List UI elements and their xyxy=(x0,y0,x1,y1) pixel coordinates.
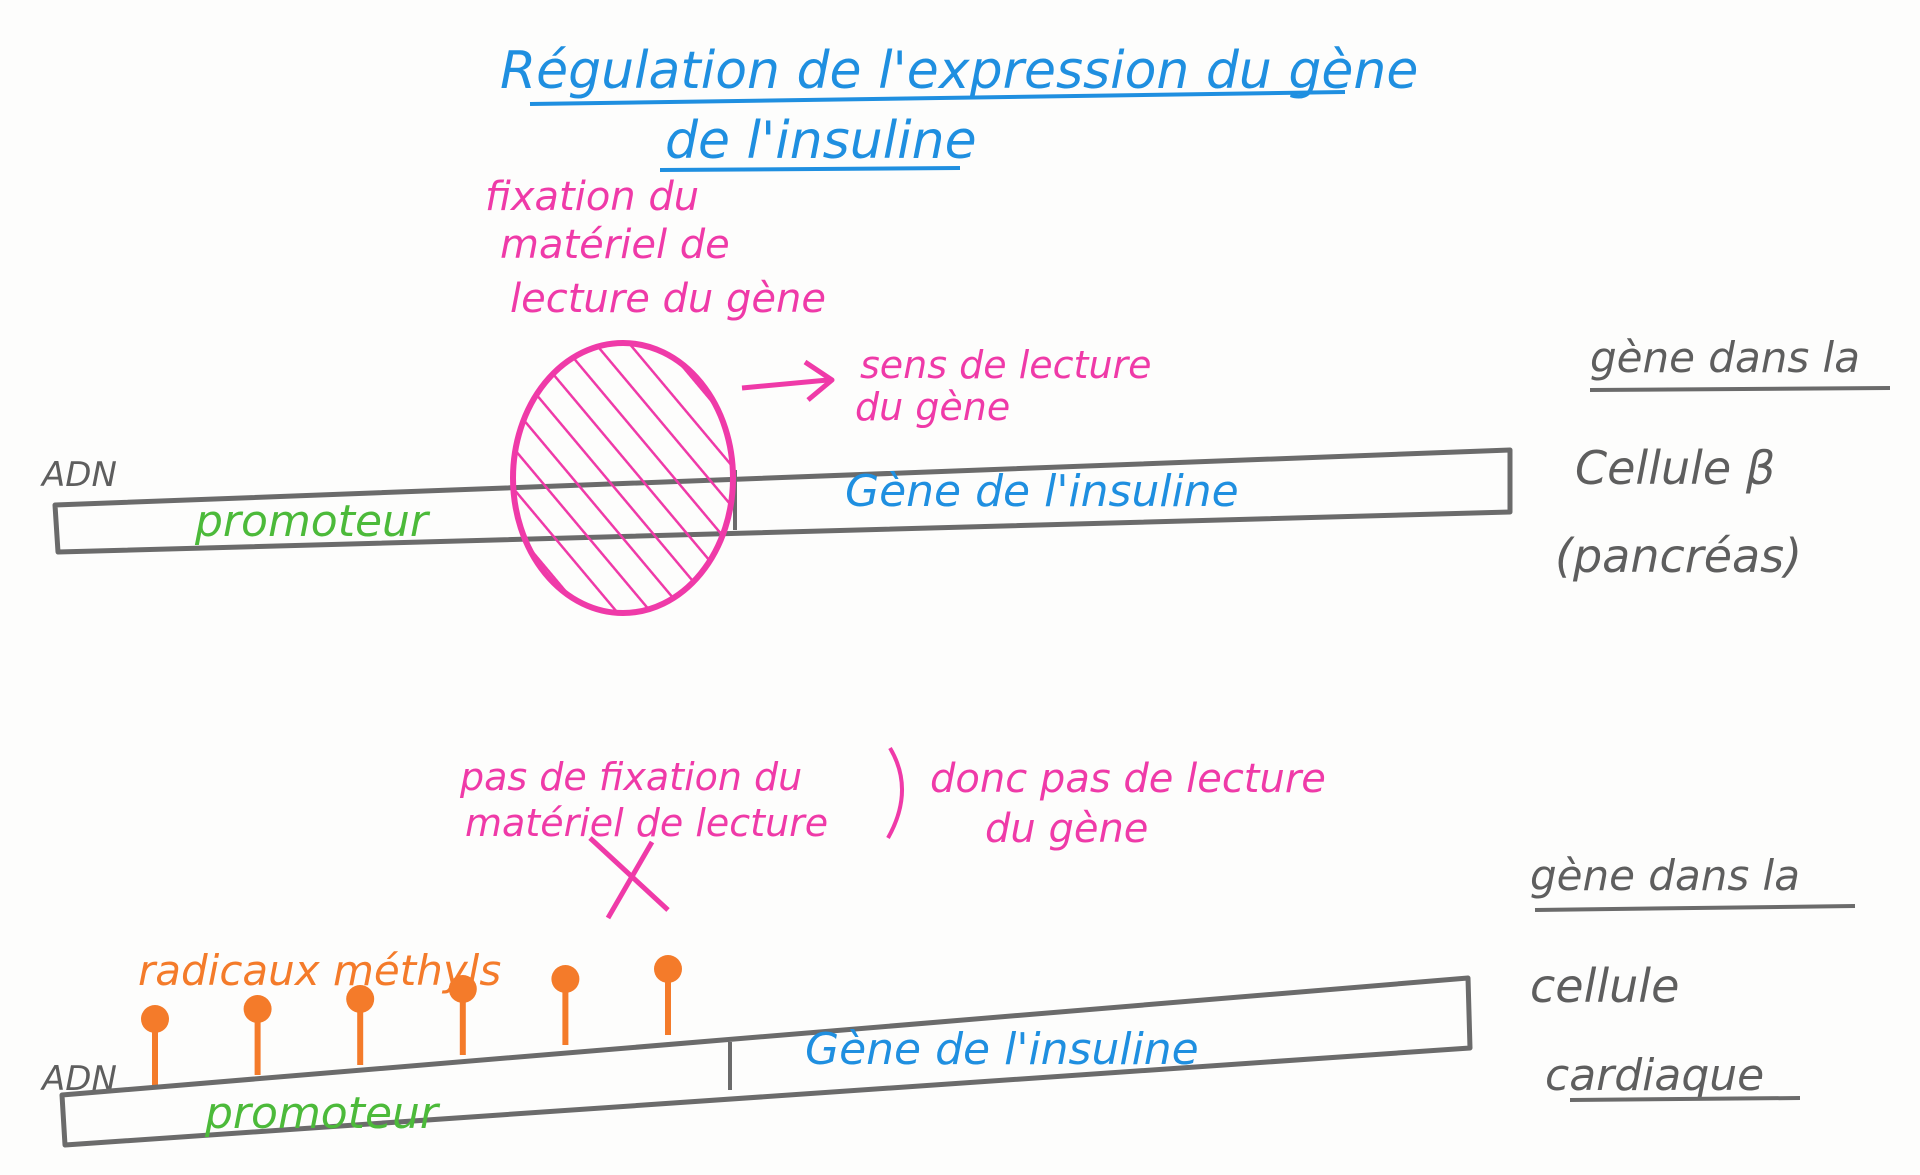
reading-direction-label-line-1: sens de lecture xyxy=(860,343,1152,387)
top-adn-label: ADN xyxy=(40,455,117,495)
top-promoter-label: promoteur xyxy=(194,496,431,547)
bottom-cell-label-line-2: cellule xyxy=(1530,959,1679,1013)
reading-direction-label-line-2: du gène xyxy=(855,385,1010,429)
top-cell-label-line-3: (pancréas) xyxy=(1555,529,1802,583)
methyl-group-head xyxy=(243,995,272,1023)
bottom-cell-underline-3 xyxy=(1569,1096,1801,1102)
binding-label-line-2: matériel de xyxy=(500,222,730,268)
methyl-label: radicaux méthyls xyxy=(138,946,501,995)
reading-machinery-complex xyxy=(510,340,736,616)
methyl-groups xyxy=(141,955,682,1085)
no-binding-bracket xyxy=(886,746,904,839)
bottom-cell-label-line-3: cardiaque xyxy=(1545,1050,1764,1101)
title-underline-1 xyxy=(529,90,1346,106)
methyl-group-head xyxy=(346,985,375,1013)
binding-label-line-1: fixation du xyxy=(485,174,699,220)
reading-direction-arrowhead xyxy=(803,359,835,402)
methyl-group-head xyxy=(448,975,477,1003)
top-dna-strand xyxy=(52,447,1513,555)
no-binding-label-line-2: matériel de lecture xyxy=(465,801,828,845)
bottom-promoter-label: promoteur xyxy=(204,1088,441,1139)
bottom-gene-label: Gène de l'insuline xyxy=(805,1024,1199,1075)
consequence-label-line-1: donc pas de lecture xyxy=(930,756,1326,802)
methyl-group-head xyxy=(551,965,580,993)
top-gene-label: Gène de l'insuline xyxy=(845,466,1239,517)
bottom-dna-strand xyxy=(59,975,1473,1148)
top-cell-underline-1 xyxy=(1589,386,1891,392)
methyl-group-head xyxy=(654,955,682,983)
title-underline-2 xyxy=(659,166,961,172)
top-cell-label-line-1: gène dans la xyxy=(1590,333,1860,382)
reading-direction-arrow xyxy=(741,377,829,391)
title-line-1: Régulation de l'expression du gène xyxy=(500,41,1418,101)
bottom-cell-underline-1 xyxy=(1534,904,1856,912)
consequence-label-line-2: du gène xyxy=(985,806,1148,852)
top-cell-label-line-2: Cellule β xyxy=(1575,441,1775,495)
methyl-group-head xyxy=(141,1005,169,1033)
title-line-2: de l'insuline xyxy=(665,111,977,171)
binding-label-line-3: lecture du gène xyxy=(510,276,826,322)
cross-mark-stroke-1 xyxy=(588,836,670,912)
no-binding-label-line-1: pas de fixation du xyxy=(459,755,802,799)
bottom-cell-label-line-1: gène dans la xyxy=(1530,851,1800,900)
cross-mark-stroke-2 xyxy=(605,840,655,920)
